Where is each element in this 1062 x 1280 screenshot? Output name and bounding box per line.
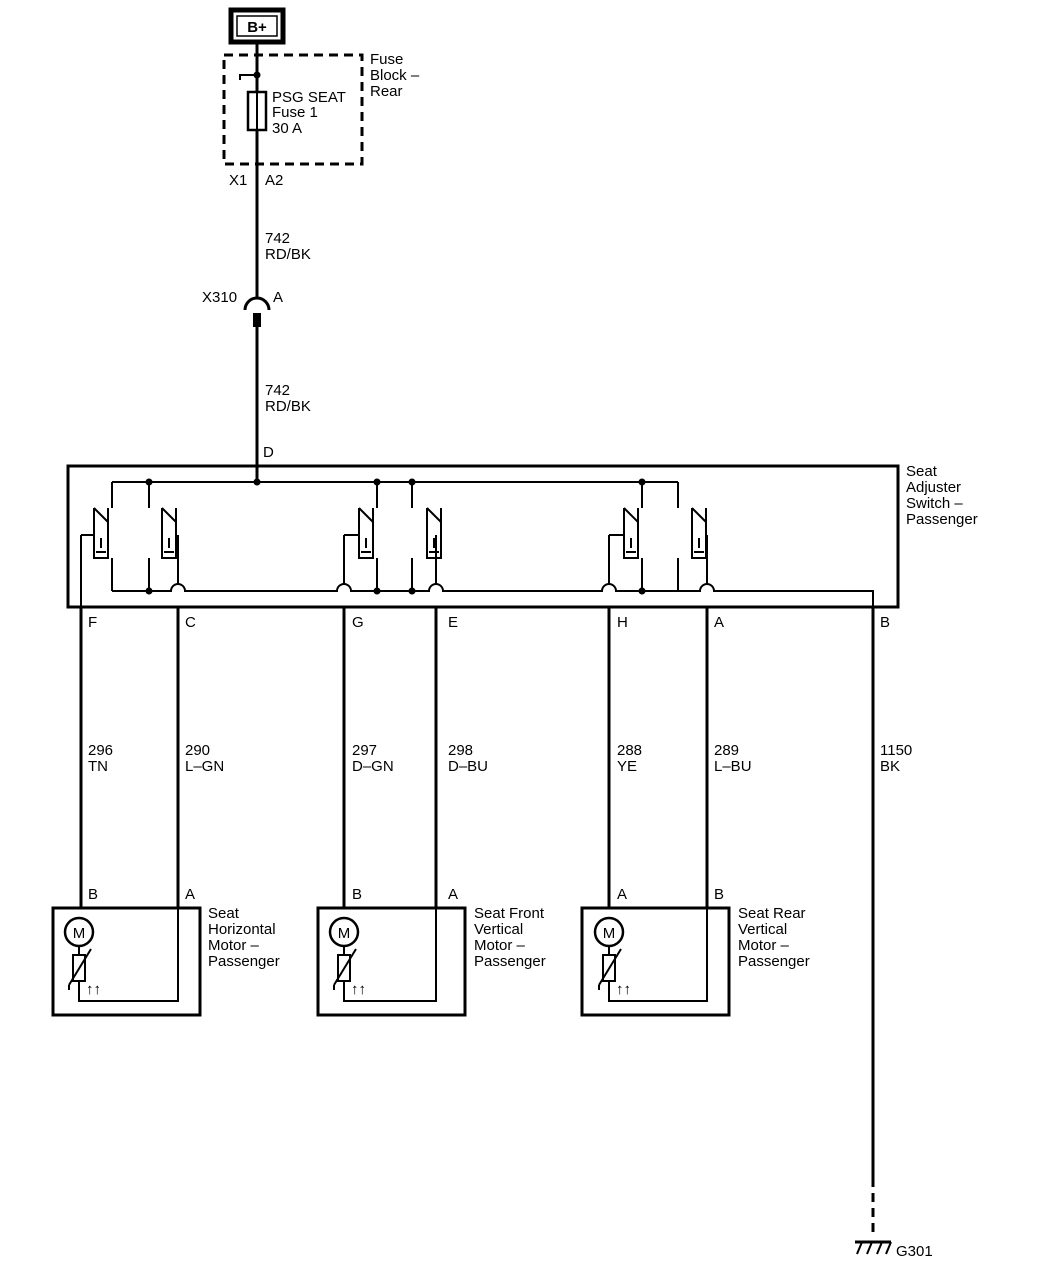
feed-wire-upper-color: RD/BK <box>265 246 311 263</box>
arrows-icon: ↑↑ <box>351 981 366 998</box>
motor-2-symbol: M <box>338 925 351 942</box>
wire-298-color: D–BU <box>448 758 488 775</box>
fuse-label-3: 30 A <box>272 120 302 137</box>
fuse-block-label-2: Block – <box>370 67 420 84</box>
switch-feed-pin: D <box>263 444 274 461</box>
ground-icon <box>855 1240 892 1255</box>
wire-296-color: TN <box>88 758 108 775</box>
motor-3-pin-right: B <box>714 886 724 903</box>
power-source-label: B+ <box>247 19 267 36</box>
inline-connector-pin-icon <box>253 313 261 327</box>
switch-bottom-bus <box>111 558 874 606</box>
switch-contacts <box>93 507 707 559</box>
wire-290-circuit: 290 <box>185 742 210 759</box>
switch-top-bus <box>111 478 679 508</box>
wire-298-circuit: 298 <box>448 742 473 759</box>
motor-seat-horizontal: B A M ↑↑ Seat Horizontal Motor – Passeng… <box>51 886 280 1017</box>
motor-1-label-4: Passenger <box>208 953 280 970</box>
fuse-block-label-3: Rear <box>370 83 403 100</box>
switch-label-1: Seat <box>906 463 938 480</box>
motor-3-label-3: Motor – <box>738 937 790 954</box>
motor-3-label-2: Vertical <box>738 921 787 938</box>
switch-pin-b: B <box>880 614 890 631</box>
power-source: B+ <box>228 7 286 45</box>
wire-1150-color: BK <box>880 758 900 775</box>
motor-2-label-3: Motor – <box>474 937 526 954</box>
motor-2-label-2: Vertical <box>474 921 523 938</box>
motor-3-label-1: Seat Rear <box>738 905 806 922</box>
inline-connector-pin: A <box>273 289 283 306</box>
switch-label-3: Switch – <box>906 495 963 512</box>
switch-pin-f: F <box>88 614 97 631</box>
seat-adjuster-switch <box>66 464 900 609</box>
motor-2-label-4: Passenger <box>474 953 546 970</box>
motor-seat-rear-vertical: A B M ↑↑ Seat Rear Vertical Motor – Pass… <box>580 886 810 1017</box>
feed-wire-lower-color: RD/BK <box>265 398 311 415</box>
motor-1-pin-left: B <box>88 886 98 903</box>
fuse-label-1: PSG SEAT <box>272 89 346 106</box>
switch-pin-g: G <box>352 614 364 631</box>
switch-label-2: Adjuster <box>906 479 961 496</box>
wire-296-circuit: 296 <box>88 742 113 759</box>
fuse-block-outline <box>222 53 364 166</box>
motor-1-pin-right: A <box>185 886 195 903</box>
motor-3-label-4: Passenger <box>738 953 810 970</box>
ground-label: G301 <box>896 1243 933 1260</box>
switch-internal-links <box>80 534 708 606</box>
wire-288-color: YE <box>617 758 637 775</box>
fuse-block-label-1: Fuse <box>370 51 403 68</box>
output-wires <box>79 606 875 1232</box>
fuse-bus-tap <box>239 74 257 80</box>
motor-1-label-2: Horizontal <box>208 921 276 938</box>
feed-wire-upper-circuit: 742 <box>265 230 290 247</box>
motor-1-label-1: Seat <box>208 905 240 922</box>
motor-seat-front-vertical: B A M ↑↑ Seat Front Vertical Motor – Pas… <box>316 886 546 1017</box>
inline-connector-icon <box>243 296 271 311</box>
motor-1-label-3: Motor – <box>208 937 260 954</box>
arrows-icon: ↑↑ <box>86 981 101 998</box>
switch-pin-a: A <box>714 614 724 631</box>
motor-2-pin-right: A <box>448 886 458 903</box>
motor-1-symbol: M <box>73 925 86 942</box>
wire-297-color: D–GN <box>352 758 394 775</box>
motor-2-pin-left: B <box>352 886 362 903</box>
switch-pin-c: C <box>185 614 196 631</box>
wire-297-circuit: 297 <box>352 742 377 759</box>
fuse-connector-id: X1 <box>229 172 247 189</box>
motor-2-label-1: Seat Front <box>474 905 545 922</box>
wire-1150-circuit: 1150 <box>880 742 912 759</box>
wire-289-circuit: 289 <box>714 742 739 759</box>
motor-3-pin-left: A <box>617 886 627 903</box>
wire-290-color: L–GN <box>185 758 224 775</box>
wire-289-color: L–BU <box>714 758 752 775</box>
switch-pin-e: E <box>448 614 458 631</box>
switch-label-4: Passenger <box>906 511 978 528</box>
fuse-label-2: Fuse 1 <box>272 104 318 121</box>
fuse-connector-pin: A2 <box>265 172 283 189</box>
switch-pin-h: H <box>617 614 628 631</box>
arrows-icon: ↑↑ <box>616 981 631 998</box>
wire-288-circuit: 288 <box>617 742 642 759</box>
feed-wire-lower-circuit: 742 <box>265 382 290 399</box>
motor-3-symbol: M <box>603 925 616 942</box>
inline-connector-id: X310 <box>202 289 237 306</box>
